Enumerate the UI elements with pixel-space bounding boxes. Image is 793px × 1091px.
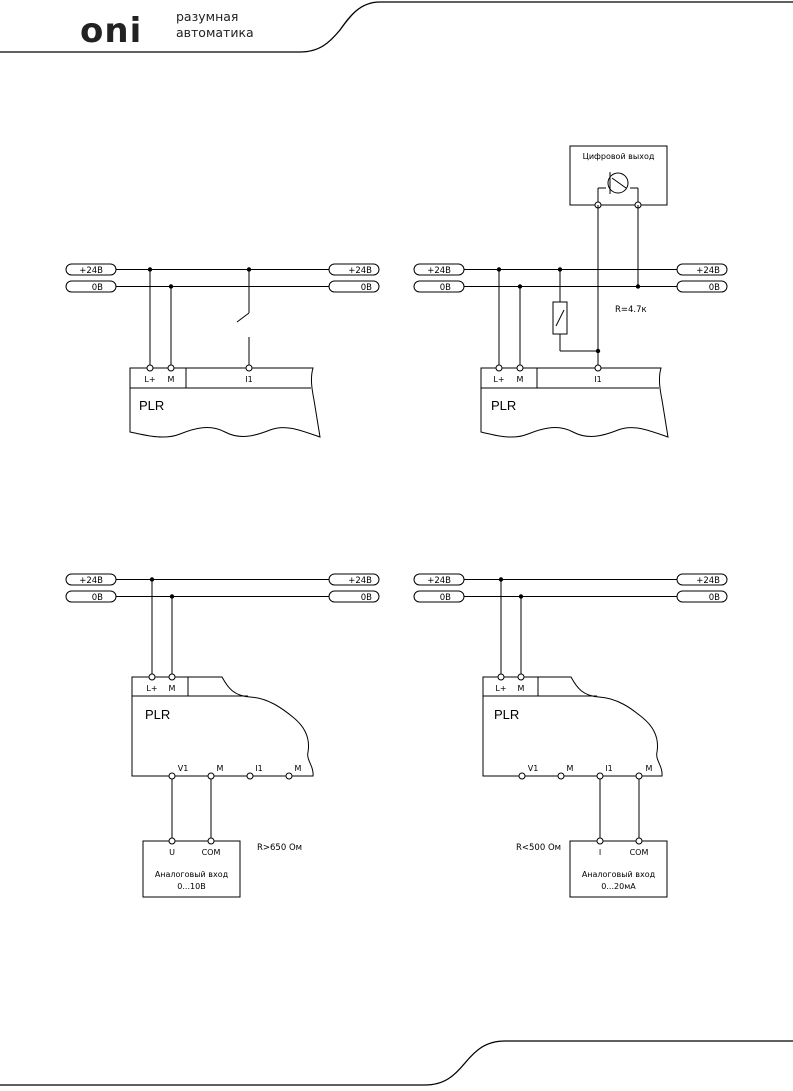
device-label: PLR: [494, 707, 519, 722]
transistor-icon: [607, 172, 629, 194]
label-i1: I1: [605, 764, 612, 773]
analog-input-title: Аналоговый вход: [582, 870, 656, 879]
label-v1: V1: [178, 764, 189, 773]
header-rule: [0, 1, 793, 53]
bus-plus-right-label: +24В: [696, 266, 720, 276]
diagram-analog-current: +24В 0В +24В 0В L+ M PLR V1 M I1 M I: [413, 573, 728, 898]
diagram-digital-output: Цифровой выход +24В 0В +24В 0В R=4: [413, 145, 728, 438]
analog-input-title: Аналоговый вход: [155, 870, 229, 879]
label-m3: M: [295, 764, 302, 773]
label-i: I: [599, 848, 601, 857]
plr-body: [480, 367, 669, 438]
terminal-lplus: [146, 364, 154, 372]
bus-zero-left-label: 0В: [440, 593, 451, 603]
digital-output-title: Цифровой выход: [583, 152, 655, 161]
terminal-i1: [245, 364, 253, 372]
bus-zero-right-label: 0В: [361, 593, 372, 603]
terminal-m: [167, 364, 175, 372]
label-m: M: [517, 375, 524, 384]
label-m: M: [168, 375, 175, 384]
label-m2: M: [217, 764, 224, 773]
bus-zero-right-label: 0В: [361, 283, 372, 293]
bus-zero-right-label: 0В: [709, 283, 720, 293]
header: oni разумная автоматика: [0, 1, 793, 53]
bus-zero-right-label: 0В: [709, 593, 720, 603]
analog-input-box: [142, 840, 241, 898]
label-lplus: L+: [493, 375, 504, 384]
bus-plus-right-label: +24В: [348, 266, 372, 276]
diagram-switch: +24В 0В +24В 0В L+ M I1 PLR: [65, 263, 380, 438]
analog-input-range: 0...20мА: [601, 882, 636, 891]
label-i1: I1: [245, 375, 252, 384]
plr-body: [482, 676, 663, 777]
label-lplus: L+: [495, 684, 506, 693]
resistor-value: R=4.7к: [615, 305, 647, 315]
diagram-analog-voltage: +24В 0В +24В 0В L+ M PLR V1 M I1 M U: [65, 573, 380, 898]
device-label: PLR: [139, 398, 164, 413]
label-v1: V1: [528, 764, 539, 773]
tagline-line-2: автоматика: [176, 25, 254, 40]
bus-plus-left-label: +24В: [427, 266, 451, 276]
label-m2: M: [567, 764, 574, 773]
resistor-value: R>650 Ом: [257, 843, 302, 853]
label-m: M: [169, 684, 176, 693]
bus-plus-left-label: +24В: [79, 576, 103, 586]
bus-plus-left-label: +24В: [79, 266, 103, 276]
plr-body: [131, 676, 314, 777]
resistor-value: R<500 Ом: [516, 843, 561, 853]
label-lplus: L+: [144, 375, 155, 384]
bus-plus-right-label: +24В: [348, 576, 372, 586]
digital-output-box: [569, 145, 668, 206]
label-m: M: [518, 684, 525, 693]
device-label: PLR: [491, 398, 516, 413]
label-m3: M: [646, 764, 653, 773]
bus-zero-left-label: 0В: [92, 283, 103, 293]
footer-rule: [0, 1040, 793, 1086]
oni-logo: oni: [80, 11, 142, 51]
device-label: PLR: [145, 707, 170, 722]
label-u: U: [169, 848, 175, 857]
bus-plus-right-label: +24В: [696, 576, 720, 586]
bus-zero-left-label: 0В: [440, 283, 451, 293]
tagline-line-1: разумная: [176, 9, 238, 24]
label-i1: I1: [594, 375, 601, 384]
label-lplus: L+: [146, 684, 157, 693]
plr-body: [129, 367, 321, 438]
label-com: COM: [630, 848, 649, 857]
analog-input-range: 0...10В: [177, 882, 205, 891]
bus-zero-left-label: 0В: [92, 593, 103, 603]
analog-input-box: [569, 840, 668, 898]
label-com: COM: [202, 848, 221, 857]
bus-plus-left-label: +24В: [427, 576, 451, 586]
label-i1: I1: [255, 764, 262, 773]
